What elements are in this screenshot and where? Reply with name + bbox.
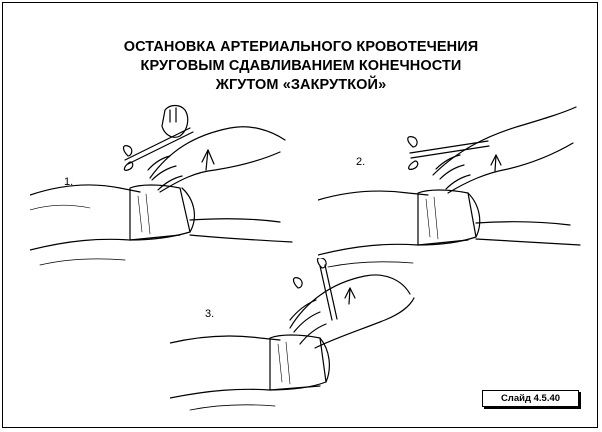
title-line-3: ЖГУТОМ «ЗАКРУТКОЙ» — [0, 76, 602, 95]
title-line-2: КРУГОВЫМ СДАВЛИВАНИЕМ КОНЕЧНОСТИ — [0, 57, 602, 76]
figure-2-illustration — [318, 95, 588, 270]
figure-1-illustration — [30, 100, 300, 275]
title-line-1: ОСТАНОВКА АРТЕРИАЛЬНОГО КРОВОТЕЧЕНИЯ — [0, 38, 602, 57]
figure-3-illustration — [170, 258, 430, 418]
slide-number-badge: Слайд 4.5.40 — [482, 390, 579, 407]
slide-title: ОСТАНОВКА АРТЕРИАЛЬНОГО КРОВОТЕЧЕНИЯ КРУ… — [0, 38, 602, 95]
